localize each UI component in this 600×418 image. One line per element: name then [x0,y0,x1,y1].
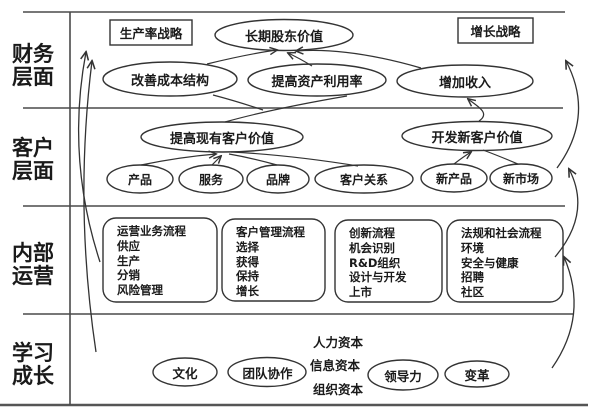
link-existing-value-to-asset-utilization [224,95,348,123]
regulatory-item: 社区 [461,285,484,300]
service-ellipse [178,164,244,194]
shareholder-value-label: 长期股东价值 [244,29,323,45]
shareholder-value-ellipse [214,18,354,52]
regulatory-social-process-text: 法规和社会流程 环境 安全与健康 招聘 社区 [461,226,542,300]
leadership-ellipse [367,359,439,391]
culture-ellipse [152,357,218,387]
innovation-item: 上市 [349,285,372,300]
change-ellipse [444,360,510,388]
change-label: 变革 [464,367,490,383]
product-label: 产品 [127,172,152,187]
regulatory-item: 环境 [461,240,484,255]
brand-ellipse [246,164,310,194]
arrow-brand-to-existing-value [228,153,278,166]
arrow-asset-to-shareholder [288,53,313,67]
new-market-ellipse [489,163,553,193]
asset-utilization-ellipse [247,63,387,97]
arrow-internal-to-financial-left [77,52,101,263]
product-ellipse [106,164,174,194]
arrow-customer-to-financial-right [556,61,580,169]
arrow-product-to-existing-value [140,154,216,166]
operations-process-title: 运营业务流程 [117,224,186,238]
innovation-title: 创新流程 [349,226,395,240]
regulatory-title: 法规和社会流程 [461,226,542,240]
link-existing-value-to-cost-structure [212,94,264,111]
operations-process-box [102,217,218,303]
productivity-strategy-box [109,19,193,46]
new-product-label: 新产品 [435,171,472,186]
customer-relation-label: 客户关系 [339,172,388,187]
regulatory-item: 招聘 [461,270,484,285]
improve-cost-label: 改善成本结构 [130,73,209,89]
operations-item: 分销 [117,268,140,283]
customer-relation-ellipse [314,164,414,194]
customer-mgmt-process-text: 客户管理流程 选择 获得 保持 增长 [236,225,305,299]
arrow-new-value-to-revenue [468,99,485,122]
arrow-cost-to-shareholder [206,50,277,65]
innovation-process-text: 创新流程 机会识别 R&D组织 设计与开发 上市 [349,226,407,300]
arrow-learning-to-financial-left [83,61,97,353]
productivity-strategy-label: 生产率战略 [119,26,183,41]
arrow-internal-to-customer-right [554,169,579,258]
teamwork-label: 团队协作 [242,365,293,381]
innovation-item: R&D组织 [349,255,401,270]
existing-customer-value-ellipse [140,121,304,153]
customer-mgmt-item: 获得 [236,254,259,269]
existing-customer-value-label: 提高现有客户价值 [169,131,274,147]
increase-revenue-ellipse [396,64,534,98]
growth-strategy-label: 增长战略 [470,24,521,39]
customer-mgmt-title: 客户管理流程 [236,225,305,239]
arrow-newproduct-to-new-value [453,152,471,165]
perspective-internal: 内部运营 [12,241,54,288]
perspective-financial: 财务层面 [12,42,54,89]
operations-process-text: 运营业务流程 供应 生产 分销 风险管理 [117,224,186,298]
new-customer-value-label: 开发新客户价值 [431,130,523,146]
leadership-label: 领导力 [384,368,422,384]
culture-label: 文化 [172,365,198,381]
brand-label: 品牌 [265,172,290,187]
operations-item: 供应 [117,238,140,253]
increase-revenue-label: 增加收入 [438,75,491,91]
arrow-service-to-existing-value [211,156,221,166]
customer-mgmt-item: 选择 [236,239,259,254]
asset-utilization-label: 提高资产利用率 [271,74,363,90]
human-capital-label: 人力资本 [313,335,364,350]
customer-mgmt-process-box [221,218,326,302]
operations-item: 风险管理 [117,283,163,298]
innovation-process-box [334,219,443,303]
arrow-newmarket-to-new-value [482,149,519,165]
growth-strategy-box [457,17,534,44]
arrow-revenue-to-shareholder [296,50,422,69]
perspective-learning: 学习成长 [12,341,54,388]
new-customer-value-ellipse [401,120,553,152]
customer-mgmt-item: 增长 [236,284,259,299]
improve-cost-ellipse [102,61,238,97]
new-market-label: 新市场 [502,171,539,186]
teamwork-ellipse [227,356,307,388]
information-capital-label: 信息资本 [310,358,361,373]
regulatory-item: 安全与健康 [461,255,519,270]
innovation-item: 设计与开发 [349,270,407,285]
innovation-item: 机会识别 [349,240,395,255]
arrow-learning-to-internal-right [551,257,575,369]
customer-mgmt-item: 保持 [236,269,259,284]
perspective-customer: 客户层面 [12,136,54,183]
operations-item: 生产 [117,253,140,268]
service-label: 服务 [198,172,223,187]
organization-capital-label: 组织资本 [313,382,364,397]
arrow-relation-to-existing-value [230,151,359,167]
